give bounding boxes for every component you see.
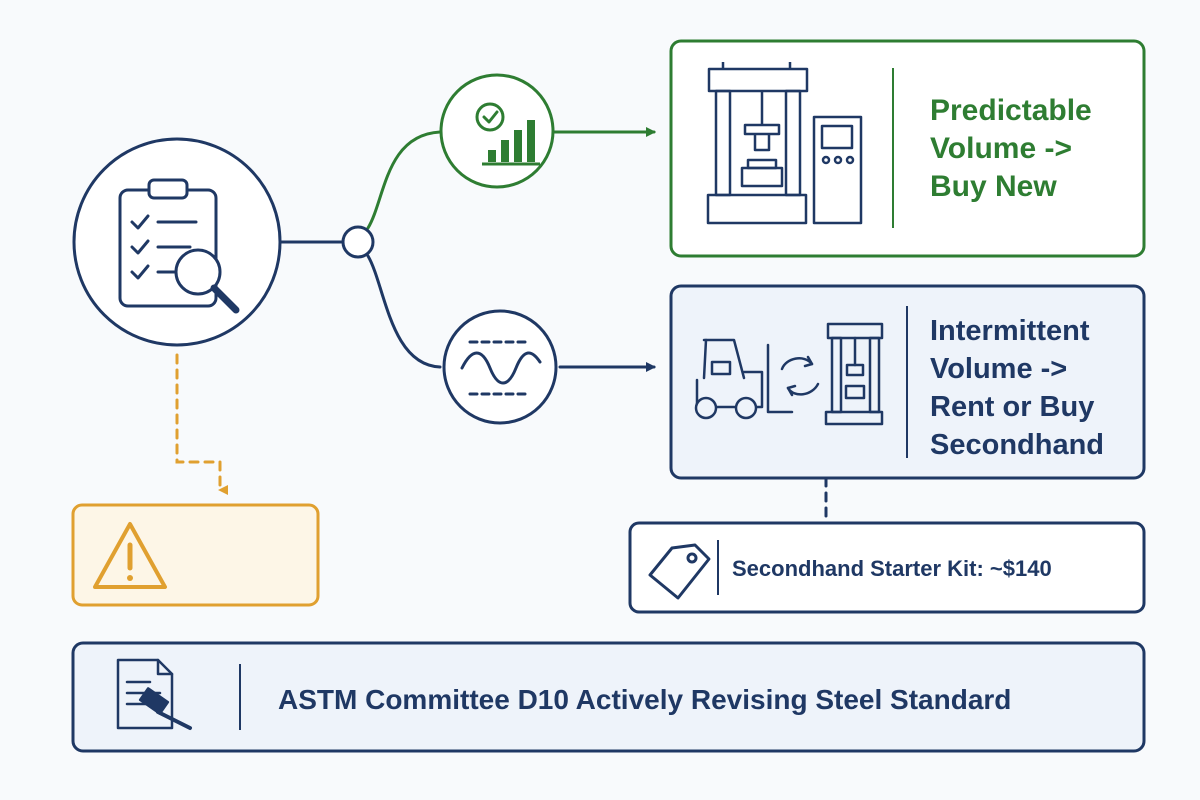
warning-box (71, 503, 320, 607)
rent-or-secondhand-box (669, 284, 1146, 480)
predictable-node (439, 73, 555, 189)
connectors (175, 127, 828, 525)
testing-machine-icon (706, 62, 863, 225)
wave-icon (460, 340, 542, 396)
starter-kit-label: Secondhand Starter Kit: ~$140 (732, 556, 1052, 581)
check-bar-chart-icon (475, 102, 540, 166)
buy-new-box (669, 39, 1146, 258)
intermittent-node (442, 309, 558, 425)
standard-banner (71, 641, 1146, 753)
buy-new-line-1: Predictable (930, 94, 1092, 127)
rent-or-secondhand-label: Intermittent Volume -> Rent or Buy Secon… (930, 312, 1130, 464)
rent-line-2: Volume -> (930, 353, 1068, 385)
document-gavel-icon (116, 658, 192, 730)
connector-navy-branch (366, 254, 442, 369)
rent-line-1: Intermittent (930, 315, 1090, 347)
connector-warning-dashed (175, 353, 228, 495)
price-tag-icon (648, 543, 711, 600)
warning-icon (93, 522, 167, 589)
forklift-swap-machine-icon (694, 322, 884, 426)
buy-new-line-3: Buy New (930, 170, 1057, 203)
connector-green-branch (366, 130, 442, 230)
starter-kit-box (628, 521, 1146, 614)
rent-line-4: Secondhand (930, 429, 1105, 461)
assessment-node (72, 137, 282, 347)
buy-new-line-2: Volume -> (930, 132, 1072, 165)
buy-new-label: Predictable Volume -> Buy New (930, 92, 1130, 206)
branch-node (341, 225, 375, 259)
clipboard-magnifier-icon (118, 178, 240, 314)
banner-label: ASTM Committee D10 Actively Revising Ste… (278, 684, 1012, 715)
rent-line-3: Rent or Buy (930, 391, 1095, 423)
